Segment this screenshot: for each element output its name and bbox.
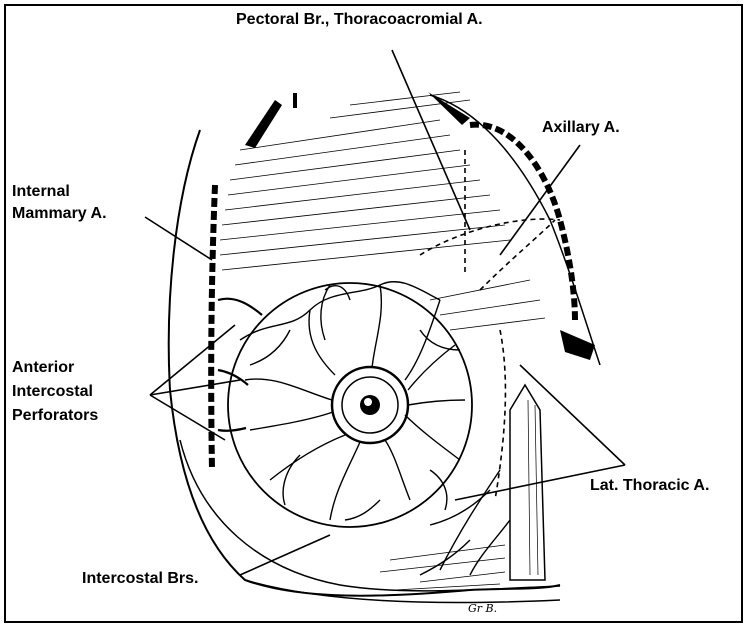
figure-border: [5, 5, 742, 622]
leader-anterior-a: [150, 325, 235, 395]
label-intercostal-branches: Intercostal Brs.: [82, 569, 198, 589]
leader-intercostal-brs: [240, 535, 330, 575]
leader-anterior-b: [150, 380, 240, 395]
nipple-highlight: [364, 398, 372, 406]
artist-signature: Gr B.: [468, 599, 497, 619]
label-internal-mammary-line2: Mammary A.: [12, 204, 107, 224]
lower-fold-line: [180, 440, 560, 591]
label-anterior-line1: Anterior: [12, 358, 74, 378]
small-mark: [293, 93, 297, 108]
breast-outline: [228, 283, 472, 527]
upper-muscle-tuft: [245, 100, 282, 148]
lateral-band-hatching: [528, 400, 538, 575]
leader-pectoral: [392, 50, 470, 230]
lower-rib-hatching: [380, 545, 505, 590]
label-anterior-line3: Perforators: [12, 406, 98, 426]
axillary-artery: [470, 125, 575, 320]
leader-anterior-c: [150, 395, 225, 440]
label-internal-mammary-line1: Internal: [12, 182, 70, 202]
label-pectoral-branch: Pectoral Br., Thoracoacromial A.: [236, 10, 483, 30]
internal-mammary-artery: [211, 185, 215, 470]
leader-axillary: [500, 145, 580, 255]
label-anterior-line2: Intercostal: [12, 382, 93, 402]
perforator-branches: [218, 299, 262, 431]
label-axillary-artery: Axillary A.: [542, 118, 620, 138]
deltoid-tip: [428, 92, 470, 125]
breast-vessel-network: [240, 282, 465, 520]
label-lat-thoracic-artery: Lat. Thoracic A.: [590, 476, 709, 496]
